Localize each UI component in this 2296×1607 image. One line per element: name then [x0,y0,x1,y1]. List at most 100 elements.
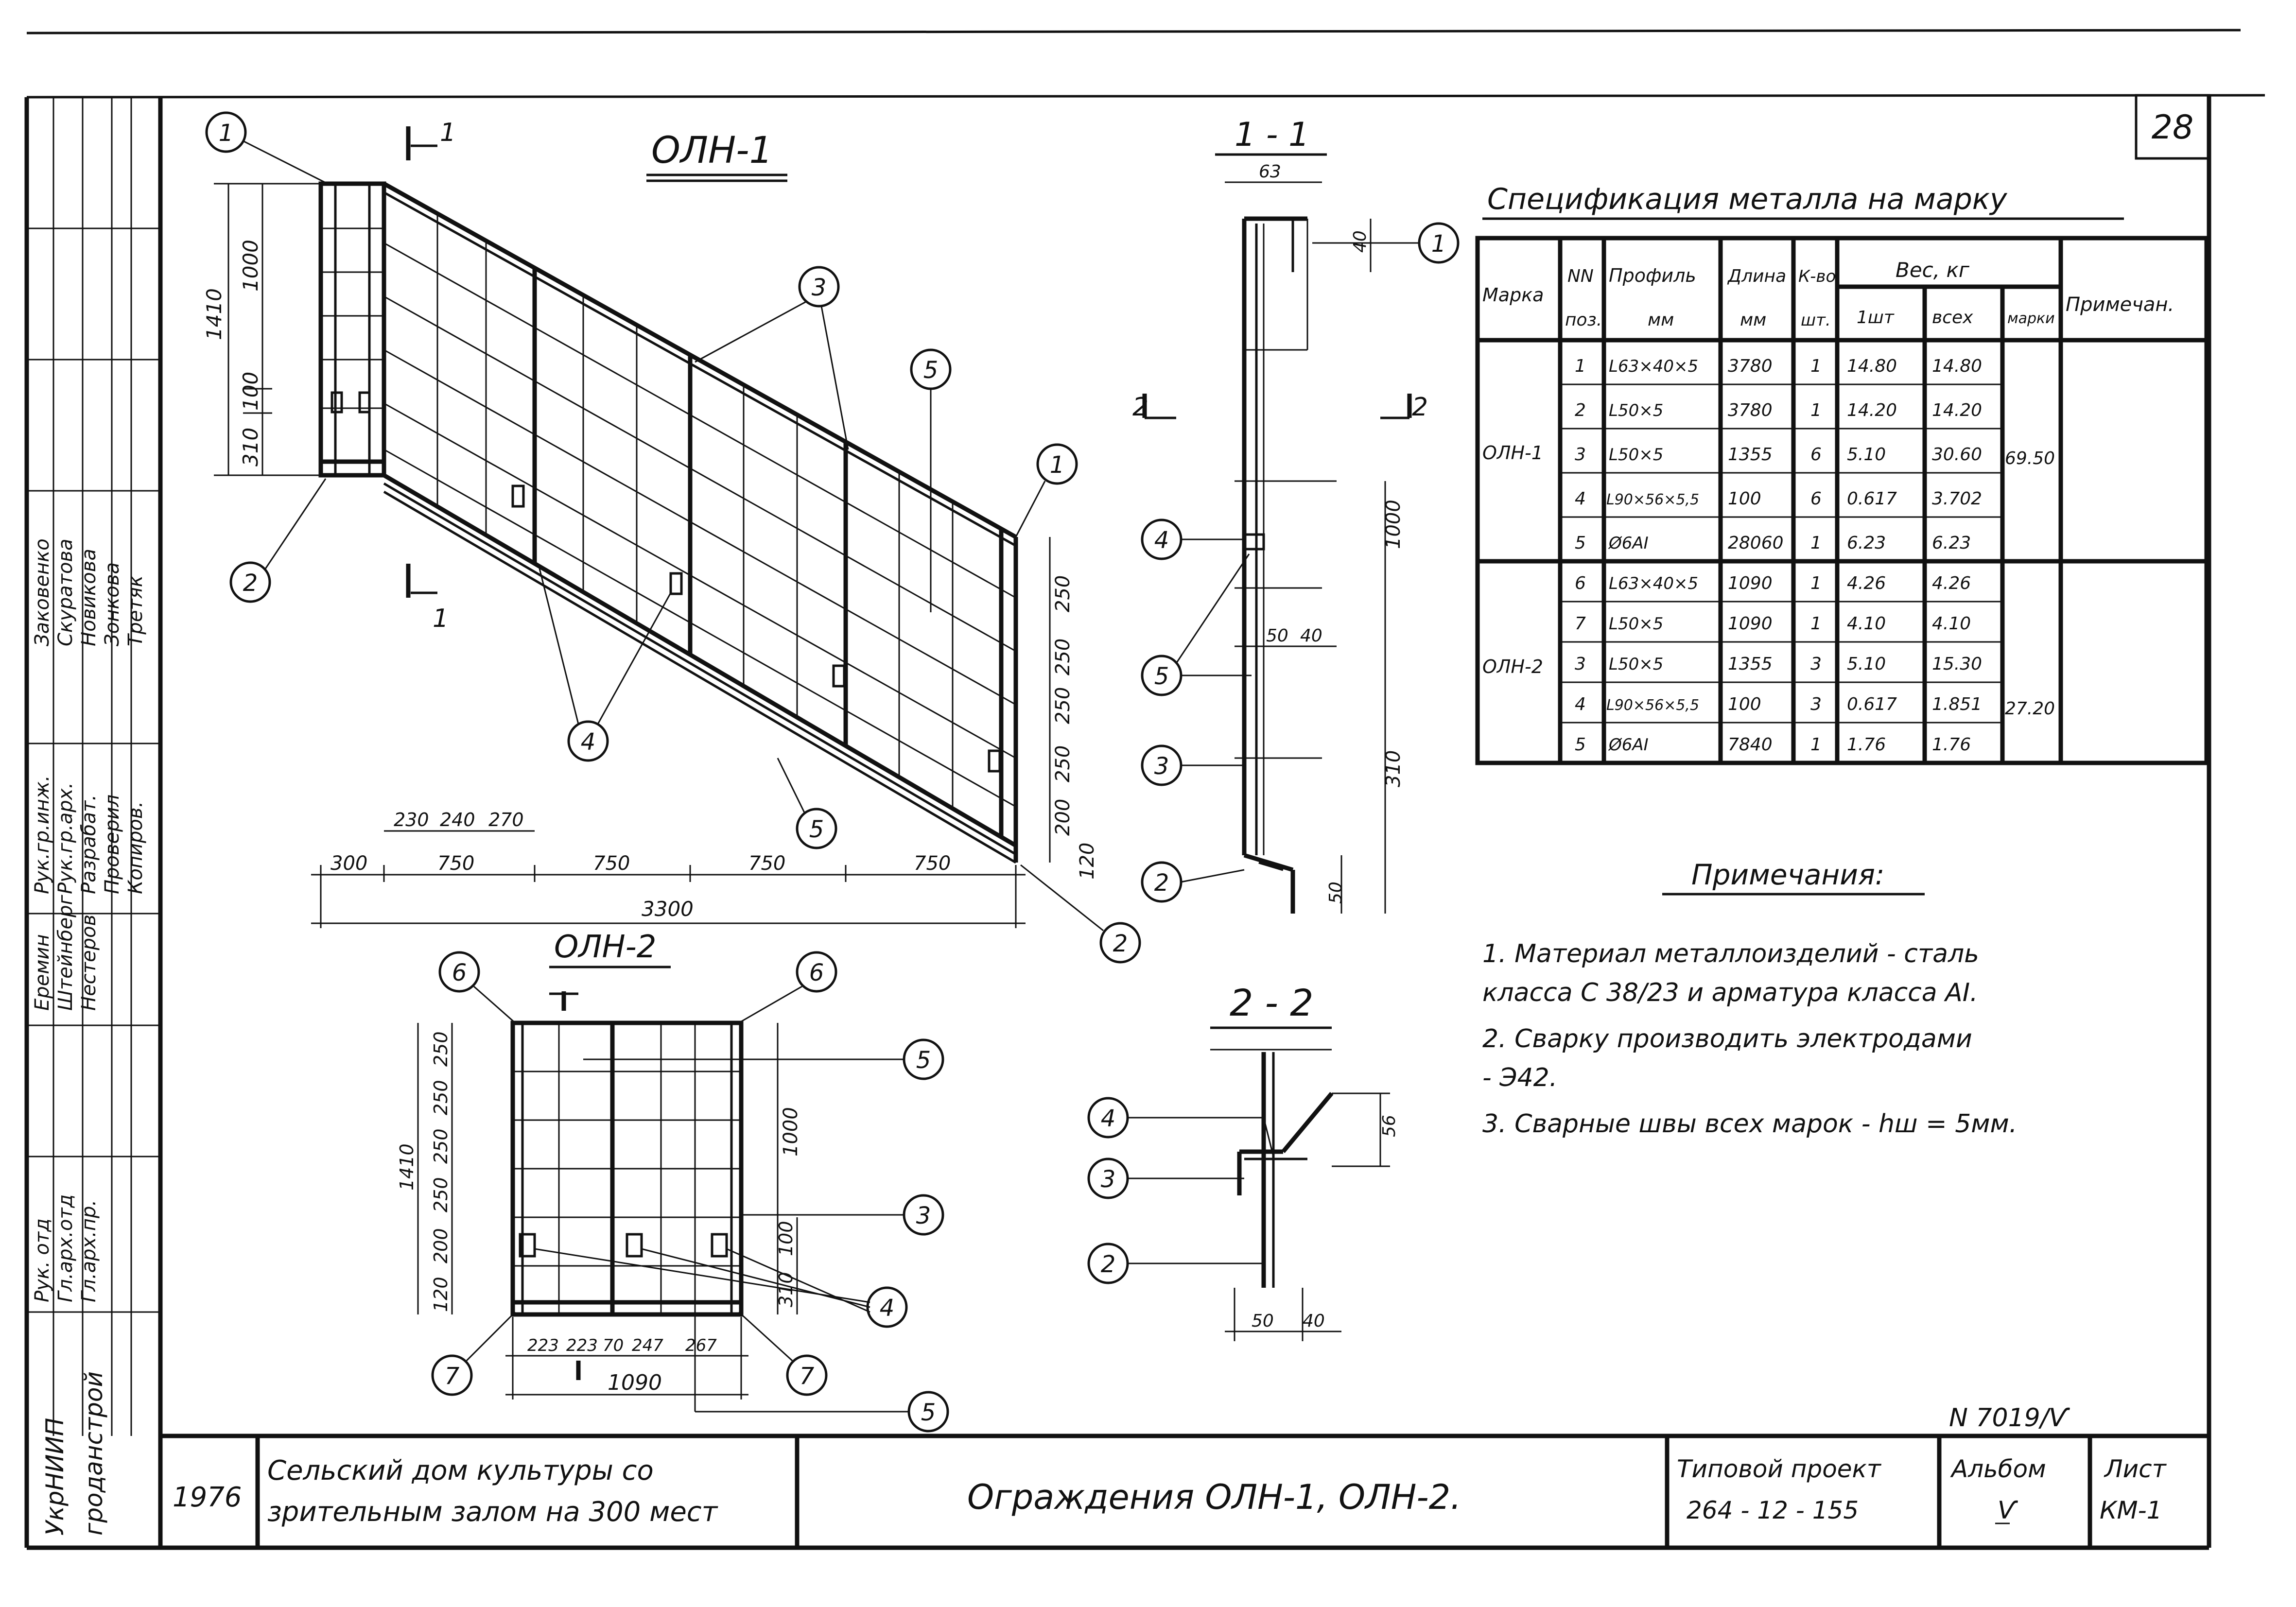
svg-text:Ø6AI: Ø6AI [1608,735,1649,755]
spec-row: 1 L63×40×5 3780 1 14.80 14.80 [1575,356,1982,376]
s22-callout-2: 2 [1101,1251,1116,1278]
section-1-title: 1 - 1 [1235,116,1309,154]
svg-text:1355: 1355 [1728,445,1773,465]
sheet-label: Лист [2104,1455,2167,1483]
object-line-2: зрительным залом на 300 мест [267,1496,718,1528]
oln2-callout-3: 3 [916,1202,931,1229]
spec-h-weight: Вес, кг [1896,258,1970,282]
svg-text:5: 5 [1575,735,1586,755]
stamp-role2-1: Рук. отд [31,1218,53,1302]
svg-text:1: 1 [1575,356,1586,376]
sheet-value: КМ-1 [2100,1496,2162,1524]
svg-text:15.30: 15.30 [1932,654,1982,674]
s11-callout-2: 2 [1154,869,1169,897]
oln2-callout-6b: 6 [809,959,824,986]
spec-row: 3 L50×5 1355 3 5.10 15.30 [1575,654,1982,674]
stamp-name2-3: Нестеров [78,915,100,1011]
svg-text:7840: 7840 [1728,735,1773,755]
oln2-dim-bottom-0: 223 [527,1336,559,1355]
svg-text:3780: 3780 [1728,356,1773,376]
svg-text:L50×5: L50×5 [1609,401,1663,420]
album-label: Альбом [1950,1455,2046,1483]
oln2-dim-right-2: 100 [775,1221,797,1256]
stamp-role-3: Разрабат. [78,795,100,894]
svg-text:0.617: 0.617 [1847,489,1897,509]
svg-text:Ø6AI: Ø6AI [1608,534,1649,553]
oln2-dim-bottom-1: 223 [566,1336,598,1355]
svg-text:1: 1 [1810,356,1822,376]
s22-callout-3: 3 [1101,1166,1116,1193]
oln1-dim-bottom-3: 750 [748,852,785,875]
stamp-name-2: Скуратова [54,538,77,646]
oln1-dim-total: 3300 [642,897,694,921]
svg-text:L50×5: L50×5 [1609,445,1663,465]
s11-mark-left: 2 [1132,393,1148,422]
svg-text:30.60: 30.60 [1932,445,1982,465]
note-line-4: - Э42. [1482,1063,1557,1092]
s11-dim-4: 40 [1300,626,1322,646]
svg-text:1.851: 1.851 [1932,694,1982,714]
svg-text:28060: 28060 [1728,533,1784,553]
oln1-callout-5b: 5 [809,816,824,843]
stamp-name-3: Новикова [78,549,100,646]
oln1-dim-left-0: 1410 [202,288,226,340]
oln2-dim-bottom-3: 247 [632,1336,663,1355]
svg-text:6: 6 [1810,445,1822,465]
note-line-3: 2. Сварку производить электродами [1482,1024,1972,1054]
title-block: N 7019/Ѵ 1976 Сельский дом культуры со з… [173,1403,2167,1548]
section-2-title: 2 - 2 [1230,981,1313,1024]
svg-text:L50×5: L50×5 [1609,655,1663,674]
svg-text:4: 4 [1575,694,1586,714]
svg-text:1355: 1355 [1728,654,1773,674]
oln2-callout-4: 4 [880,1295,895,1322]
spec-row: 3 L50×5 1355 6 5.10 30.60 [1575,445,1982,465]
oln2-callout-6a: 6 [452,959,467,986]
oln2-dim-left-4: 250 [430,1177,452,1212]
sheet-number-box: 28 [2135,94,2210,160]
stamp-role-2: Рук.гр.арх. [54,782,77,894]
object-line-1: Сельский дом культуры со [267,1455,654,1486]
section-2-2: 2 - 2 56 50 40 4 3 2 [1087,981,1399,1341]
spec-h-pos-1: NN [1567,266,1594,286]
stamp-name2-1: Еремин [31,934,53,1011]
oln1-dim-bottom-1: 750 [437,852,474,875]
project-label: Типовой проект [1677,1455,1882,1483]
stamp-role-4: Проверил [101,795,123,894]
svg-text:L90×56×5,5: L90×56×5,5 [1606,697,1699,714]
oln2-dim-total: 1090 [608,1370,662,1395]
org-line-2: гроданстрой [80,1371,108,1536]
oln2-dim-right-0: 1000 [780,1107,802,1157]
s11-callout-5: 5 [1154,663,1169,690]
s11-dim-2: 1000 [1382,500,1405,549]
spec-h-length-2: мм [1740,310,1766,330]
svg-text:0.617: 0.617 [1847,694,1897,714]
svg-text:1: 1 [1810,400,1822,420]
svg-text:6.23: 6.23 [1847,533,1886,553]
spec-h-wall: всех [1932,308,1973,328]
oln1-dim-right-2: 250 [1052,687,1074,724]
oln1-dim-bottom-2: 750 [593,852,630,875]
svg-text:14.80: 14.80 [1847,356,1897,376]
drawing-oln1: ОЛН-1 1 1 [202,111,1141,964]
oln1-callout-2b: 2 [1113,930,1128,957]
oln2-dim-left-0: 1410 [396,1143,417,1191]
s11-mark-right: 2 [1412,393,1428,422]
oln2-callout-7a: 7 [445,1363,460,1390]
svg-text:1: 1 [1810,573,1822,593]
spec-g1-mark: ОЛН-1 [1482,442,1543,464]
spec-row: 6 L63×40×5 1090 1 4.26 4.26 [1575,573,1971,593]
stamp-name-5: Третяк [124,575,147,646]
spec-h-profile-1: Профиль [1609,265,1696,286]
svg-text:5.10: 5.10 [1847,654,1886,674]
s11-callout-3: 3 [1154,753,1169,780]
oln1-dim-left-2: 310 [239,428,262,467]
svg-text:3780: 3780 [1728,400,1773,420]
spec-h-length-1: Длина [1727,266,1786,286]
oln2-dim-bottom-4: 267 [685,1336,717,1355]
s22-dim-2: 40 [1303,1311,1325,1331]
spec-row: 2 L50×5 3780 1 14.20 14.20 [1575,400,1982,420]
oln2-dim-left-5: 200 [430,1228,452,1263]
s22-dim-0: 56 [1379,1115,1399,1137]
oln1-dim-right-3: 250 [1052,745,1074,782]
